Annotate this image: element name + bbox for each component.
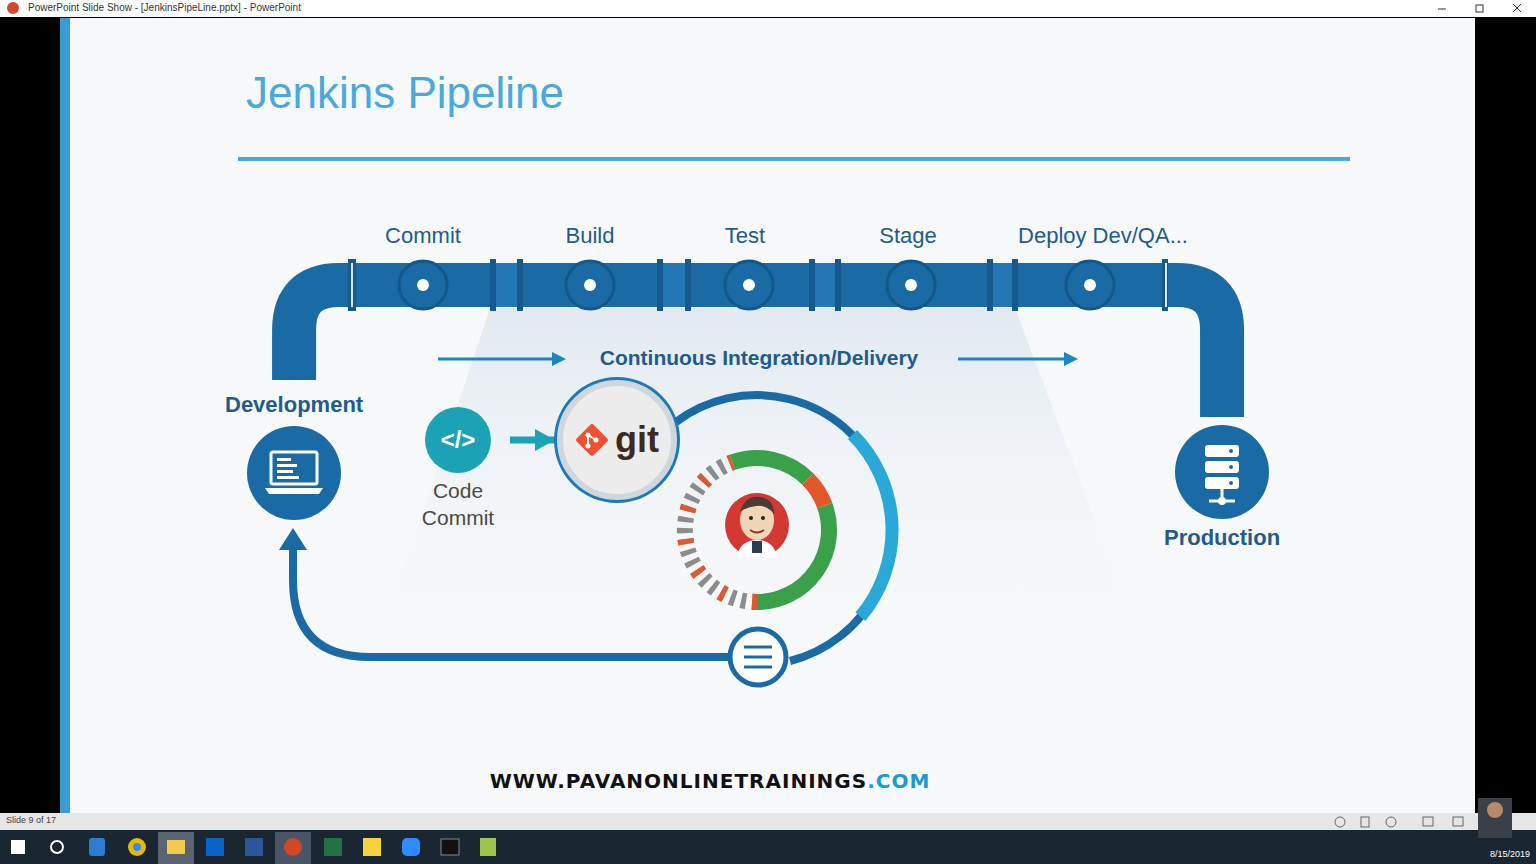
stage-name: Stage	[879, 223, 937, 249]
taskbar-date: 8/15/2019	[1490, 849, 1530, 859]
feedback-arrowhead	[279, 528, 307, 550]
build-cycle-arc	[676, 395, 892, 661]
node-circle	[247, 426, 341, 520]
node-text: Code Commit	[406, 477, 510, 531]
presenter-thumbnail	[1478, 798, 1512, 838]
node-circle: </>	[425, 407, 491, 473]
slide-title: Jenkins Pipeline	[246, 68, 564, 118]
jenkins-progress-ring	[685, 458, 829, 602]
git-node: git	[557, 380, 677, 500]
restore-button	[1476, 5, 1483, 12]
minimize-button	[1438, 9, 1446, 10]
node-text: </>	[441, 426, 476, 454]
title-bar	[0, 0, 1536, 17]
node-circle	[1175, 425, 1269, 519]
commit-arrow	[510, 437, 555, 444]
stage-name: Commit	[385, 223, 461, 249]
status-bar	[0, 813, 1536, 830]
stage-name: Build	[566, 223, 615, 249]
stage-name: Deploy Dev/QA...	[1018, 223, 1188, 249]
close-button	[1513, 4, 1521, 12]
app-icon	[7, 2, 19, 14]
jenkins-logo	[725, 493, 789, 557]
stage-markers	[399, 261, 1114, 309]
laptop-icon	[247, 426, 341, 520]
slide	[60, 18, 1475, 813]
pipe-joints	[348, 259, 1168, 311]
light-beam	[380, 308, 1140, 640]
node-text: git	[615, 419, 659, 461]
server-icon	[1175, 425, 1269, 519]
taskbar-icons	[11, 832, 496, 864]
website-domain: .COM	[867, 769, 930, 793]
status-icons	[1335, 817, 1463, 827]
node-circle: git	[557, 380, 677, 500]
feedback-loop	[293, 548, 730, 657]
code-commit-node: </> Code Commit	[406, 407, 510, 531]
node-text: Production	[1164, 525, 1280, 551]
website-name: WWW.PAVANONLINETRAININGS	[490, 769, 867, 793]
window-title: PowerPoint Slide Show - [JenkinsPipeLine…	[28, 2, 301, 13]
git-logo-mark	[575, 423, 609, 457]
website-footer: WWW.PAVANONLINETRAININGS.COM	[490, 769, 931, 793]
build-cycle-highlight	[853, 435, 893, 617]
slide-side-stripe	[60, 18, 70, 813]
slide-counter: Slide 9 of 17	[6, 815, 56, 825]
node-text: Development	[225, 392, 363, 418]
title-underline	[238, 157, 1350, 161]
presenter-face	[1487, 802, 1503, 818]
flow-caption: Continuous Integration/Delivery	[600, 346, 919, 370]
taskbar	[0, 830, 1536, 864]
stage-name: Test	[725, 223, 765, 249]
report-icon	[730, 629, 786, 685]
development-node: Development	[219, 380, 369, 520]
production-node: Production	[1158, 417, 1286, 551]
